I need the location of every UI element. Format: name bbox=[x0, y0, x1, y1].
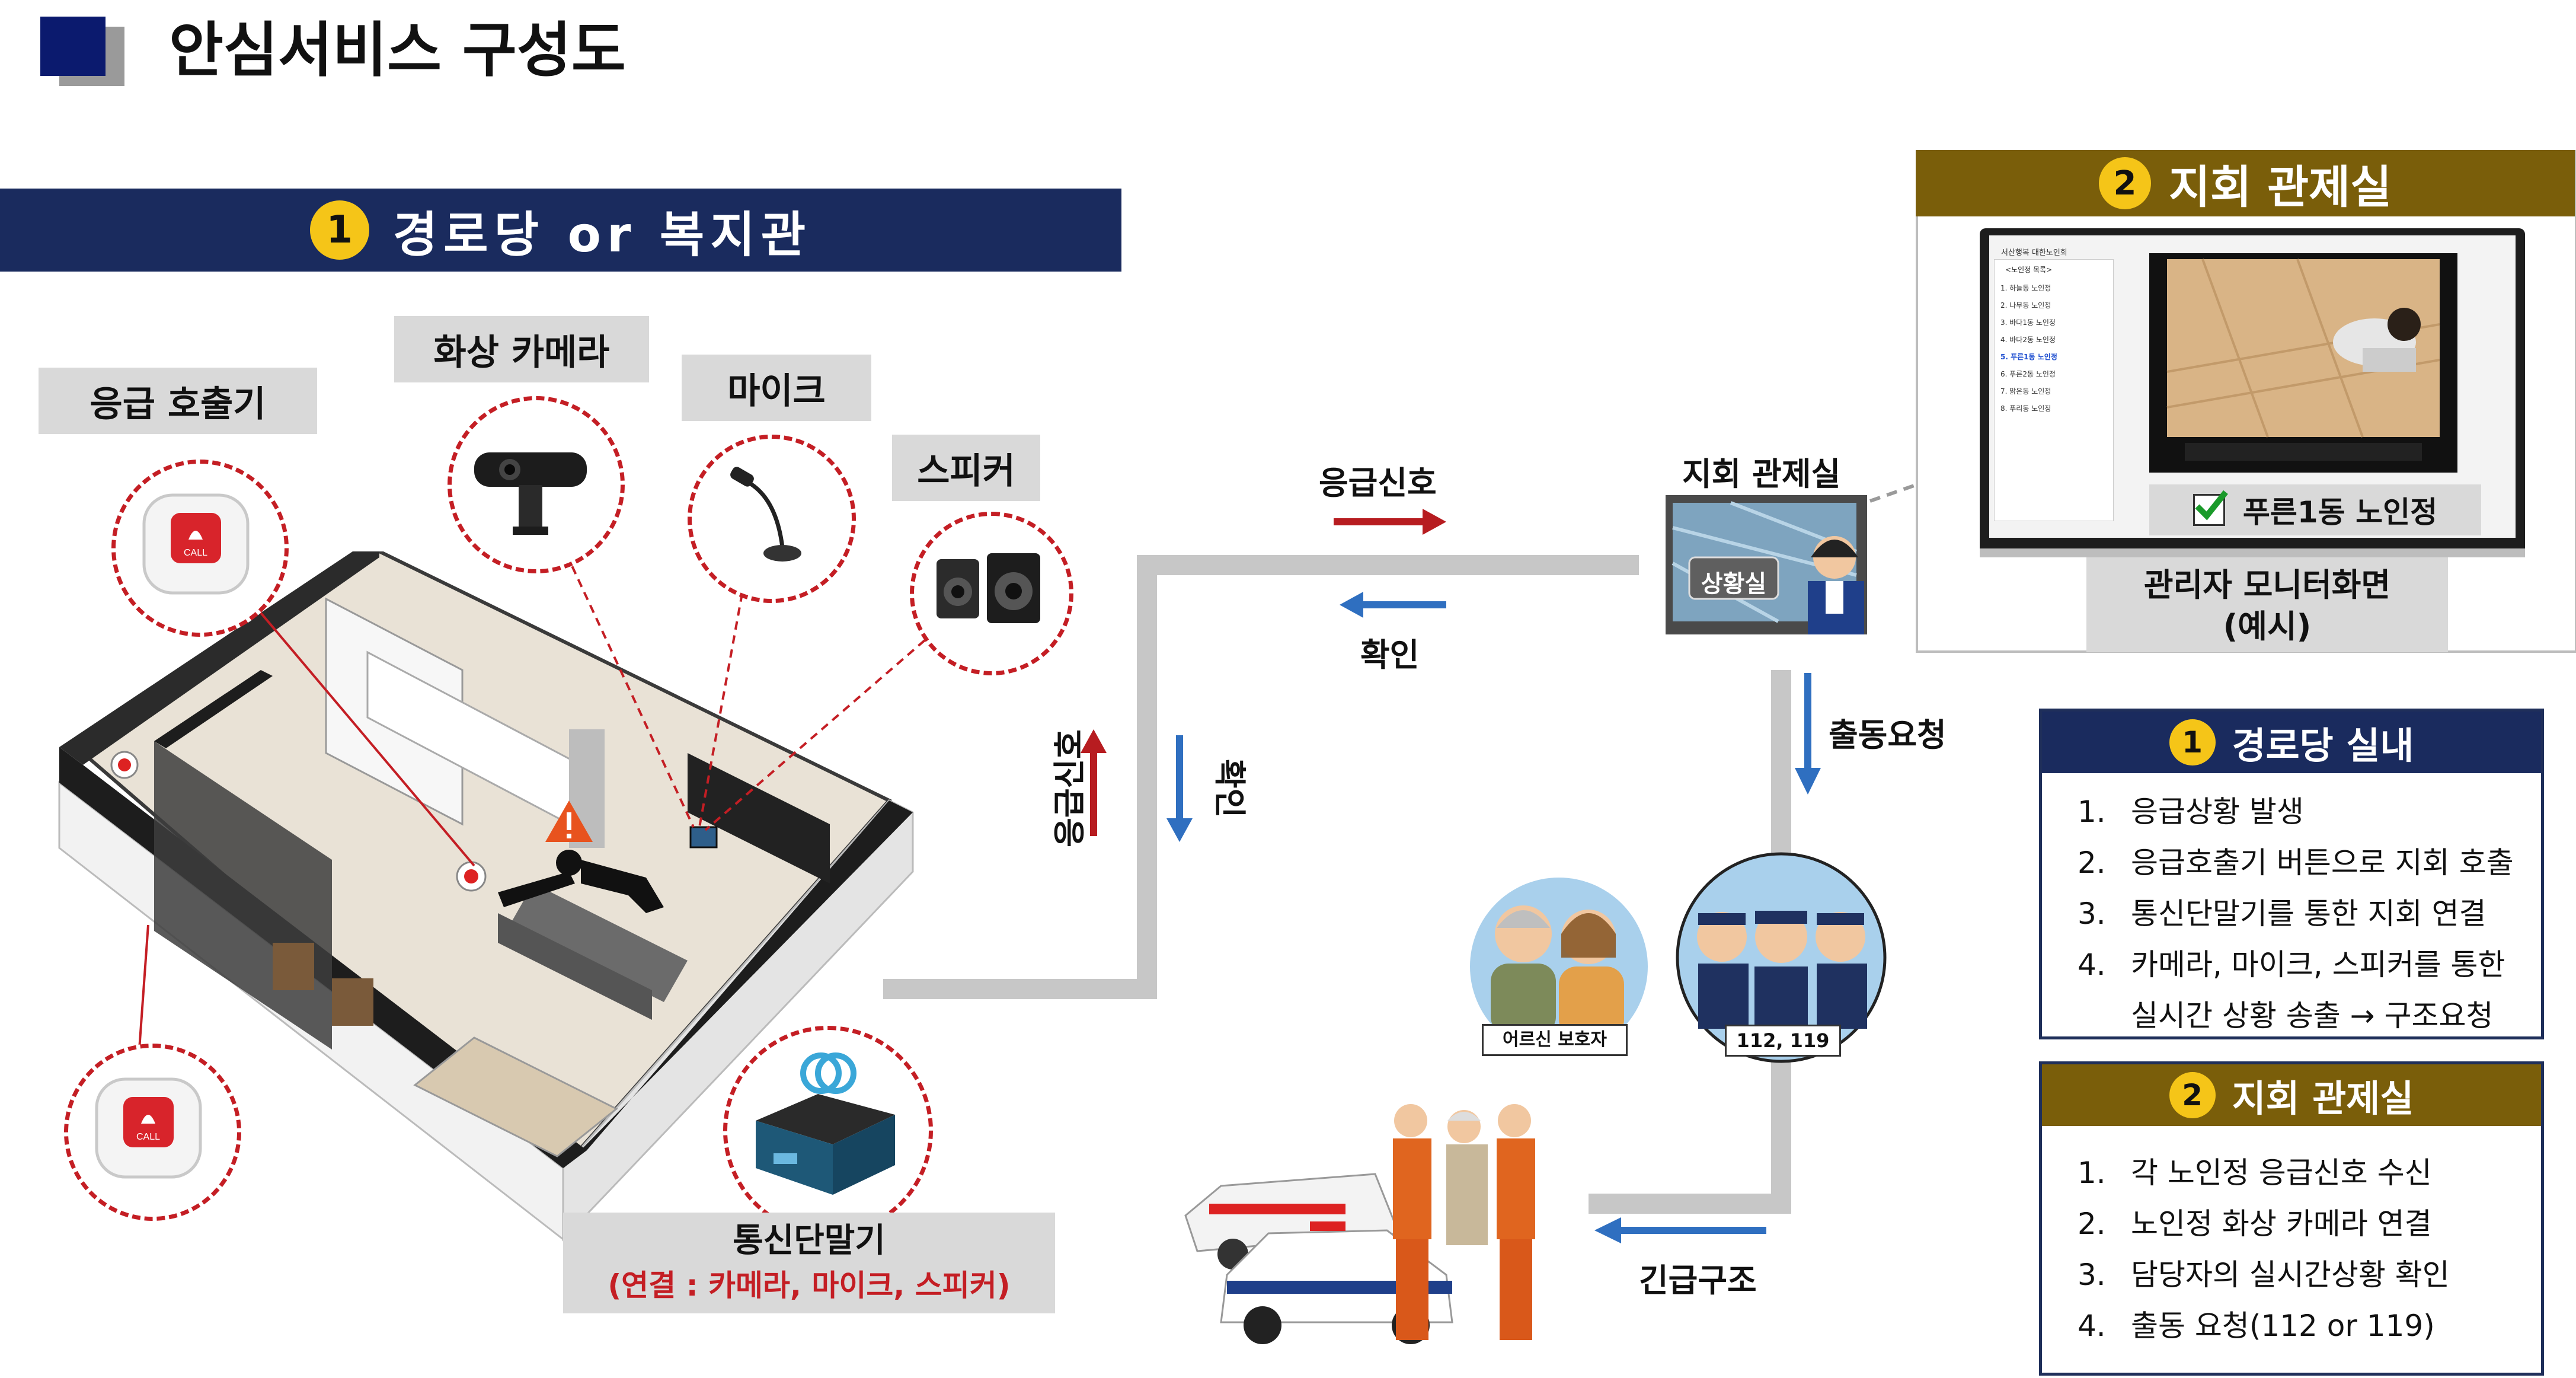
call-button-icon: CALL bbox=[95, 1077, 202, 1179]
panel2-list: 1.각 노인정 응급신호 수신 2.노인정 화상 카메라 연결 3.담당자의 실… bbox=[2042, 1126, 2541, 1351]
location-item[interactable]: 7. 맑은동 노인정 bbox=[2000, 387, 2051, 395]
location-item[interactable]: 8. 푸리동 노인정 bbox=[2000, 404, 2051, 413]
arrow-right-emergency bbox=[1334, 509, 1446, 535]
arrow-left-confirm bbox=[1340, 592, 1446, 618]
panel1-list: 1.응급상황 발생 2.응급호출기 버튼으로 지회 호출 3.통신단말기를 통한… bbox=[2042, 773, 2541, 1041]
emergency-signal-vertical-label: 응급신호 bbox=[1050, 729, 1088, 847]
confirm-label: 확인 bbox=[1360, 636, 1420, 674]
call-button-icon: CALL bbox=[142, 493, 250, 595]
rescue-team-icon bbox=[1393, 1104, 1535, 1340]
panel2-item: 4.출동 요청(112 or 119) bbox=[2078, 1309, 2435, 1343]
title-accent bbox=[40, 17, 106, 76]
panel1-item: 실시간 상황 송출 → 구조요청 bbox=[2131, 999, 2494, 1033]
speaker-label: 스피커 bbox=[892, 435, 1040, 501]
panel1-item: 4.카메라, 마이크, 스피커를 통한 bbox=[2078, 948, 2505, 982]
panel2-item: 1.각 노인정 응급신호 수신 bbox=[2078, 1156, 2432, 1190]
call-button-text: CALL bbox=[136, 1132, 160, 1142]
panel2-number: 2 bbox=[2169, 1072, 2216, 1118]
fallen-person-icon bbox=[498, 850, 664, 913]
page-title: 안심서비스 구성도 bbox=[169, 15, 626, 85]
panel-senior-center: 1 경로당 실내 1.응급상황 발생 2.응급호출기 버튼으로 지회 호출 3.… bbox=[2039, 709, 2544, 1039]
panel1-header: 1 경로당 실내 bbox=[2042, 712, 2541, 773]
warning-icon bbox=[545, 800, 593, 842]
selected-location-badge: 푸른1동 노인정 bbox=[2149, 484, 2481, 535]
monitor-location-list: <노인정 목록> 1. 하늘동 노인정 2. 나무동 노인정 3. 바다1동 노… bbox=[1994, 259, 2114, 521]
call-button-label: 응급 호출기 bbox=[39, 368, 317, 434]
terminal-device-icon bbox=[756, 1052, 895, 1195]
monitor-stand bbox=[1980, 548, 2525, 557]
webcam-icon bbox=[474, 452, 587, 535]
location-list-header: <노인정 목록> bbox=[2005, 266, 2053, 274]
section2-number: 2 bbox=[2098, 157, 2151, 209]
selected-location-text: 푸른1동 노인정 bbox=[2242, 495, 2438, 529]
control-room-illustration: 상황실 bbox=[1660, 492, 1879, 640]
panel2-title: 지회 관제실 bbox=[2232, 1077, 2414, 1120]
call-button-text: CALL bbox=[184, 548, 207, 558]
panel2-item: 2.노인정 화상 카메라 연결 bbox=[2078, 1207, 2432, 1241]
location-item[interactable]: 3. 바다1동 노인정 bbox=[2000, 318, 2056, 327]
panel1-number: 1 bbox=[2169, 719, 2216, 765]
speaker-circle bbox=[910, 512, 1073, 675]
arrow-down-confirm bbox=[1166, 735, 1193, 842]
location-item[interactable]: 1. 하늘동 노인정 bbox=[2000, 284, 2051, 292]
panel1-item: 1.응급상황 발생 bbox=[2078, 795, 2304, 829]
rescue-number-label: 112, 119 bbox=[1725, 1025, 1841, 1057]
arrow-up-emergency bbox=[1081, 729, 1107, 836]
mic-circle bbox=[688, 435, 856, 603]
confirm-vertical-label: 확인 bbox=[1211, 758, 1249, 818]
checkmark-icon bbox=[2193, 490, 2228, 526]
panel1-item: 2.응급호출기 버튼으로 지회 호출 bbox=[2078, 846, 2514, 880]
panel2-item: 3.담당자의 실시간상황 확인 bbox=[2078, 1258, 2450, 1292]
panel1-item: 3.통신단말기를 통한 지회 연결 bbox=[2078, 897, 2486, 931]
panel1-title: 경로당 실내 bbox=[2232, 724, 2414, 767]
monitor-caption-line1: 관리자 모니터화면 bbox=[2143, 566, 2391, 604]
arrow-left-rescue bbox=[1594, 1217, 1766, 1243]
terminal-subtitle: (연결 : 카메라, 마이크, 스피커) bbox=[608, 1268, 1011, 1303]
emergency-signal-label: 응급신호 bbox=[1319, 464, 1437, 502]
terminal-circle bbox=[723, 1026, 933, 1236]
location-item-selected[interactable]: 5. 푸른1동 노인정 bbox=[2000, 353, 2057, 361]
monitor-screen: 서산행복 대한노인회 <노인정 목록> 1. 하늘동 노인정 2. 나무동 노인… bbox=[1989, 235, 2516, 538]
microphone-icon bbox=[730, 467, 801, 562]
section2-title: 지회 관제실 bbox=[2168, 161, 2392, 213]
police-illustration: 112, 119 bbox=[1666, 848, 1897, 1067]
section1-number: 1 bbox=[309, 200, 369, 260]
dispatch-request-label: 출동요청 bbox=[1829, 716, 1947, 754]
section1-title: 경로당 or 복지관 bbox=[392, 206, 812, 263]
call-button-circle: CALL bbox=[111, 460, 289, 637]
rescue-illustration bbox=[1184, 1104, 1535, 1344]
control-room-label: 지회 관제실 bbox=[1682, 455, 1841, 493]
call-button-circle-2: CALL bbox=[64, 1044, 241, 1221]
speaker-icon bbox=[937, 553, 1040, 623]
camera-feed bbox=[2149, 253, 2457, 473]
panel2-header: 2 지회 관제실 bbox=[2042, 1064, 2541, 1126]
location-item[interactable]: 2. 나무동 노인정 bbox=[2000, 301, 2051, 310]
panel-control-room: 2 지회 관제실 1.각 노인정 응급신호 수신 2.노인정 화상 카메라 연결… bbox=[2039, 1061, 2544, 1376]
terminal-label: 통신단말기 (연결 : 카메라, 마이크, 스피커) bbox=[563, 1213, 1055, 1313]
location-item[interactable]: 4. 바다2동 노인정 bbox=[2000, 336, 2056, 344]
camera-label: 화상 카메라 bbox=[394, 316, 649, 382]
guardian-illustration: 어르신 보호자 bbox=[1446, 869, 1660, 1064]
location-item[interactable]: 6. 푸른2동 노인정 bbox=[2000, 370, 2056, 378]
admin-monitor: 서산행복 대한노인회 <노인정 목록> 1. 하늘동 노인정 2. 나무동 노인… bbox=[1980, 228, 2525, 557]
section1-bar: 1 경로당 or 복지관 bbox=[0, 189, 1121, 272]
mic-label: 마이크 bbox=[682, 355, 871, 421]
section2-header: 2 지회 관제실 bbox=[1916, 150, 2575, 216]
monitor-caption: 관리자 모니터화면 (예시) bbox=[2086, 557, 2448, 652]
room-illustration bbox=[58, 551, 914, 1242]
arrow-down-dispatch bbox=[1795, 673, 1821, 795]
monitor-app-title: 서산행복 대한노인회 bbox=[2001, 248, 2067, 257]
situation-room-label: 상황실 bbox=[1701, 570, 1767, 598]
urgent-rescue-label: 긴급구조 bbox=[1639, 1262, 1757, 1299]
monitor-caption-line2: (예시) bbox=[2223, 608, 2312, 645]
camera-circle bbox=[448, 396, 625, 573]
room-left-wall bbox=[59, 551, 379, 765]
terminal-title: 통신단말기 bbox=[733, 1221, 886, 1260]
guardian-label: 어르신 보호자 bbox=[1482, 1024, 1628, 1056]
